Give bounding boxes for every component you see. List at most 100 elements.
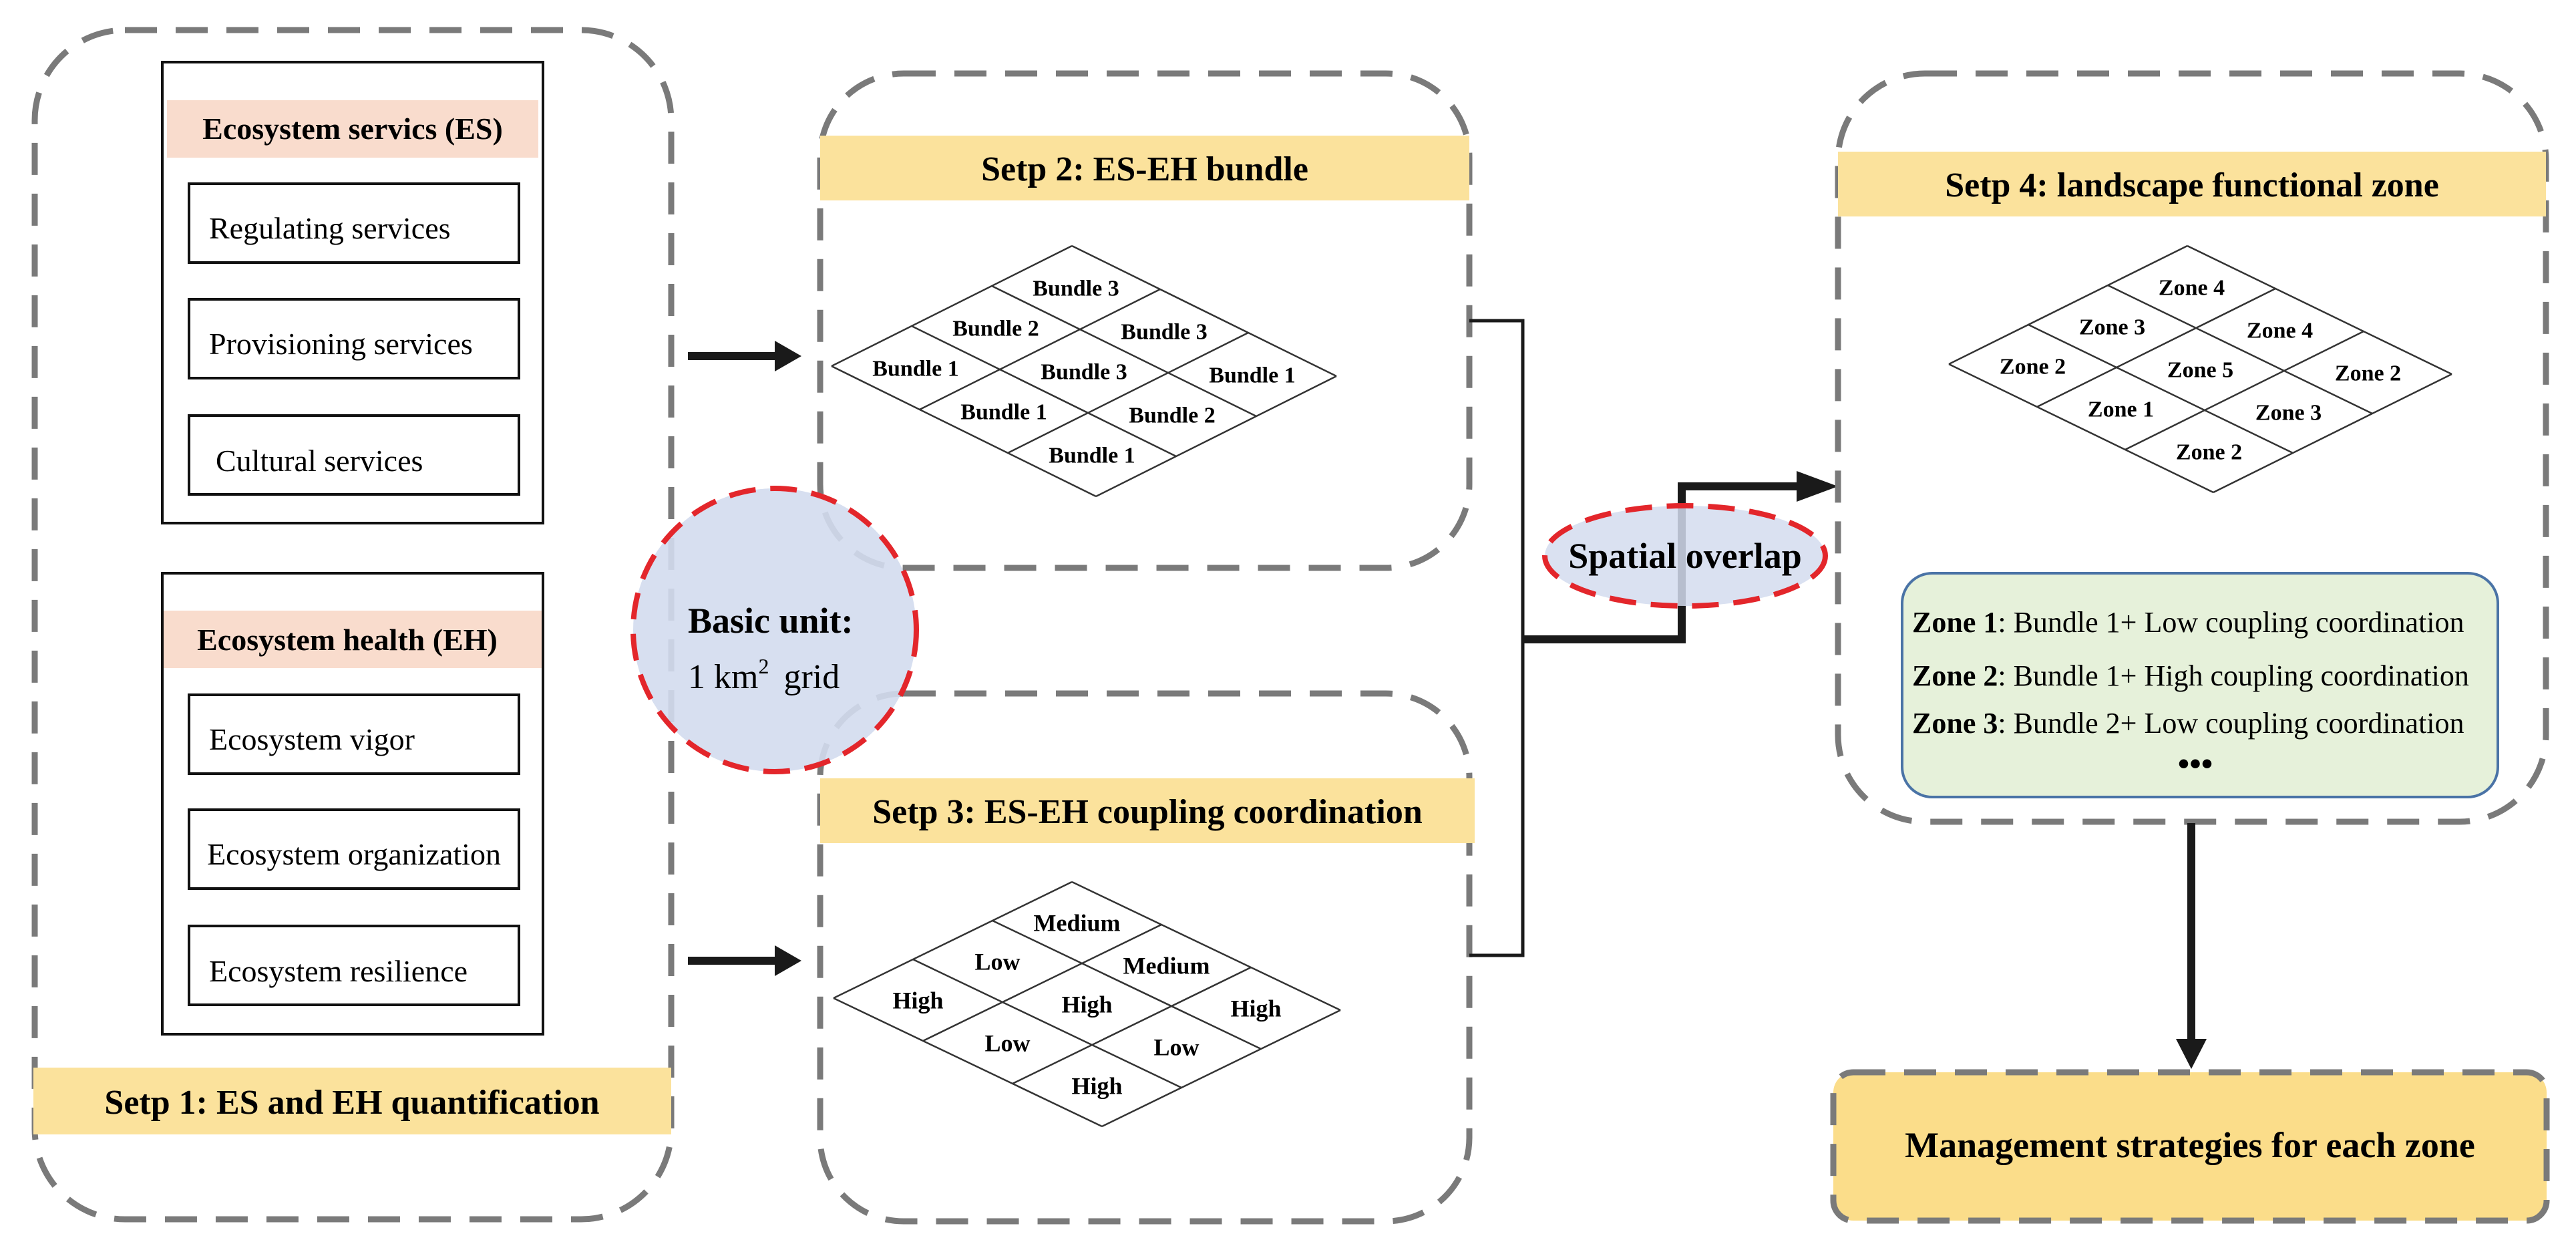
eh-item-box <box>188 808 520 890</box>
connectors <box>1469 319 1838 957</box>
step3-cell-label: High <box>892 987 943 1014</box>
es-header: Ecosystem servics (ES) <box>202 112 503 146</box>
es-item-label: Provisioning services <box>209 327 473 361</box>
step3-grid-line <box>922 923 1162 1042</box>
step3-grid-line <box>912 958 1182 1089</box>
eh-item-box <box>188 925 520 1006</box>
eh-item-box <box>188 693 520 775</box>
step3-cell-label: Low <box>1153 1034 1199 1061</box>
zone-legend-item: Zone 3: Bundle 2+ Low coupling coordinat… <box>1912 707 2464 740</box>
step3-cell-label: Medium <box>1034 910 1121 937</box>
step2-grid-line <box>1007 331 1249 454</box>
step3-title: Setp 3: ES-EH coupling coordination <box>872 793 1423 831</box>
arrowhead-icon <box>775 945 801 976</box>
step2-cell-label: Bundle 1 <box>960 400 1047 424</box>
es-item-box <box>188 298 520 379</box>
es-item-box <box>188 414 520 496</box>
step3-grid-line <box>1101 1009 1341 1128</box>
step1-dashed-border <box>31 27 675 1223</box>
es-item-label: Regulating services <box>209 211 451 245</box>
step4-cell-label: Zone 2 <box>2176 440 2242 464</box>
step3-title-bar <box>820 778 1475 843</box>
step4-grid-line <box>2107 284 2373 415</box>
step4-panel: Setp 4: landscape functional zone Zone 4… <box>1835 70 2549 825</box>
step3-dashed-border <box>817 690 1473 1225</box>
step2-grid-line <box>991 285 1257 418</box>
step2-grid-line <box>831 245 1073 367</box>
step4-cell-label: Zone 1 <box>2088 397 2154 422</box>
step3-cell-label: High <box>1230 995 1281 1022</box>
eh-header: Ecosystem health (EH) <box>197 623 498 657</box>
basic-unit-background <box>630 486 919 774</box>
step4-cell-label: Zone 3 <box>2079 315 2145 339</box>
arrowhead-icon <box>2176 1039 2207 1069</box>
step2-cell-label: Bundle 3 <box>1033 276 1119 301</box>
step1-title: Setp 1: ES and EH quantification <box>104 1084 599 1122</box>
management-label: Management strategies for each zone <box>1905 1125 2475 1165</box>
step2-cell-label: Bundle 2 <box>952 316 1039 341</box>
spatial-overlap: Spatial overlap <box>1542 503 1828 609</box>
step4-grid-line <box>2028 323 2293 454</box>
step4-cell-label: Zone 4 <box>2247 318 2313 343</box>
es-item-label: Cultural services <box>216 444 423 478</box>
step2-grid-line <box>911 325 1177 458</box>
step2-cell-label: Bundle 3 <box>1041 359 1127 384</box>
step3-grid-line <box>833 881 1073 999</box>
step3-cell-label: Low <box>974 949 1020 975</box>
step4-grid-line <box>1948 363 2214 494</box>
step4-title: Setp 4: landscape functional zone <box>1945 166 2439 204</box>
step4-dashed-border <box>1835 70 2549 825</box>
basic-unit-title: Basic unit: <box>688 601 854 641</box>
bracket-connector <box>1469 319 1525 957</box>
step2-cell-label: Bundle 1 <box>1049 443 1135 468</box>
step3-cell-label: High <box>1071 1073 1122 1100</box>
zone-legend-ellipsis: ••• <box>2178 745 2213 782</box>
step2-grid-line <box>1095 375 1337 498</box>
spatial-overlap-background <box>1542 503 1828 609</box>
step3-grid-line <box>833 997 1103 1128</box>
step4-grid-line <box>1948 245 2188 365</box>
eh-item-label: Ecosystem resilience <box>209 954 468 988</box>
step4-cell-label: Zone 3 <box>2255 400 2322 425</box>
arrowhead-icon <box>775 341 801 371</box>
step3-grid-line <box>992 919 1262 1050</box>
zone-legend-item: Zone 2: Bundle 1+ High coupling coordina… <box>1912 659 2469 692</box>
step4-grid-line <box>2213 373 2452 494</box>
step4-cell-label: Zone 4 <box>2159 275 2225 300</box>
step2-title: Setp 2: ES-EH bundle <box>981 150 1308 188</box>
management-panel: Management strategies for each zone <box>1830 1069 2550 1224</box>
step2-grid-line <box>919 288 1161 411</box>
step3-grid-line <box>1012 966 1252 1085</box>
es-header-bar <box>167 100 538 158</box>
spatial-overlap-label: Spatial overlap <box>1568 536 1802 576</box>
step4-grid-line <box>2125 330 2364 451</box>
step4-cell-label: Zone 2 <box>2000 354 2066 379</box>
arrowhead-icon <box>1797 471 1838 502</box>
eh-header-bar <box>164 611 542 668</box>
eh-item-label: Ecosystem organization <box>207 837 501 871</box>
arrows-step1 <box>688 341 801 976</box>
step4-grid-line <box>2036 287 2276 408</box>
zone-legend-box <box>1901 572 2499 798</box>
step4-grid-line <box>2187 245 2452 375</box>
step2-cell-label: Bundle 1 <box>1209 363 1295 387</box>
step2-cell-label: Bundle 2 <box>1129 403 1215 428</box>
step2-cell-label: Bundle 1 <box>872 356 958 381</box>
step4-cell-label: Zone 2 <box>2335 361 2401 385</box>
step3-panel: Setp 3: ES-EH coupling coordination Medi… <box>817 690 1475 1225</box>
step3-cell-label: Low <box>984 1030 1030 1057</box>
step4-cell-label: Zone 5 <box>2167 357 2233 382</box>
step2-cell-label: Bundle 3 <box>1121 319 1207 344</box>
es-item-box <box>188 182 520 264</box>
step4-zone-grid: Zone 4 Zone 3 Zone 4 Zone 2 Zone 5 Zone 2 Zone… <box>1948 245 2452 494</box>
zone-legend-item: Zone 1: Bundle 1+ Low coupling coordinat… <box>1912 606 2464 639</box>
step3-cell-label: Medium <box>1123 953 1210 979</box>
step1-panel: Ecosystem servics (ES) Regulating servic… <box>31 27 675 1223</box>
step2-grid-line <box>831 365 1097 498</box>
